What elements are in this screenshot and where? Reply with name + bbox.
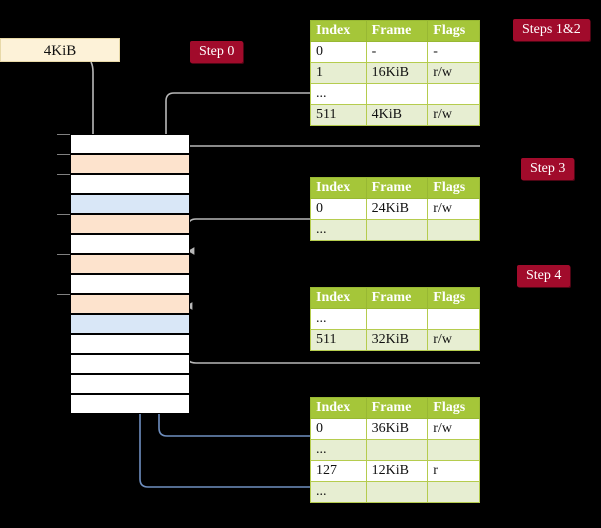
cell-frame [365, 481, 429, 503]
step-label-steps-1-2: Steps 1&2 [513, 19, 590, 41]
column-header-frame: Frame [365, 20, 429, 42]
cell-index: ... [310, 219, 367, 241]
column-header-index: Index [310, 20, 367, 42]
memory-frame-7 [70, 274, 190, 294]
cell-flags: r/w [427, 418, 480, 440]
step-label-step3: Step 3 [521, 158, 575, 180]
cell-index: ... [310, 308, 367, 330]
cell-frame: 16KiB [365, 62, 429, 84]
memory-frame-4 [70, 214, 190, 234]
column-header-flags: Flags [427, 177, 480, 199]
cell-frame [365, 439, 429, 461]
cell-frame: 32KiB [365, 329, 429, 351]
cell-flags: r [427, 460, 480, 482]
column-header-index: Index [310, 287, 367, 309]
cell-index: 127 [310, 460, 367, 482]
cell-frame: 24KiB [365, 198, 429, 220]
column-header-frame: Frame [365, 397, 429, 419]
memory-frame-3 [70, 194, 190, 214]
memory-frame-12 [70, 374, 190, 394]
virtual-address-box: 4KiB [0, 38, 120, 62]
cell-frame: 36KiB [365, 418, 429, 440]
cell-index: ... [310, 83, 367, 105]
cell-flags [427, 83, 480, 105]
memory-frame-tick-2 [57, 174, 70, 175]
memory-frame-tick-8 [57, 294, 70, 295]
table-row: 0-- [310, 41, 480, 63]
memory-frame-13 [70, 394, 190, 414]
cell-frame [365, 83, 429, 105]
table-header-row: Index Frame Flags [310, 177, 480, 199]
cell-flags: r/w [427, 198, 480, 220]
table-header-row: Index Frame Flags [310, 20, 480, 42]
memory-frame-1 [70, 154, 190, 174]
column-header-frame: Frame [365, 287, 429, 309]
memory-frame-tick-0 [57, 134, 70, 135]
memory-frame-0 [70, 134, 190, 154]
column-header-flags: Flags [427, 397, 480, 419]
step-label-step4: Step 4 [517, 265, 571, 287]
cell-flags: r/w [427, 329, 480, 351]
memory-frame-tick-4 [57, 214, 70, 215]
cell-flags [427, 308, 480, 330]
memory-frame-10 [70, 334, 190, 354]
memory-frame-5 [70, 234, 190, 254]
cell-frame [365, 219, 429, 241]
cell-index: 511 [310, 329, 367, 351]
cell-index: 511 [310, 104, 367, 126]
cell-index: 0 [310, 41, 367, 63]
cell-frame [365, 308, 429, 330]
cell-frame: - [365, 41, 429, 63]
column-header-index: Index [310, 397, 367, 419]
column-header-frame: Frame [365, 177, 429, 199]
table-row: ... [310, 83, 480, 105]
table-header-row: Index Frame Flags [310, 397, 480, 419]
cell-frame: 4KiB [365, 104, 429, 126]
cell-index: 0 [310, 418, 367, 440]
memory-frame-8 [70, 294, 190, 314]
memory-frame-9 [70, 314, 190, 334]
cell-flags [427, 439, 480, 461]
column-header-flags: Flags [427, 287, 480, 309]
cell-flags: r/w [427, 62, 480, 84]
table-row: ... [310, 308, 480, 330]
table-row: ... [310, 439, 480, 461]
table-row: ... [310, 481, 480, 503]
cell-flags: - [427, 41, 480, 63]
cell-flags: r/w [427, 104, 480, 126]
table-header-row: Index Frame Flags [310, 287, 480, 309]
cell-index: 1 [310, 62, 367, 84]
cell-flags [427, 219, 480, 241]
physical-memory-column [70, 134, 190, 416]
table-row: ... [310, 219, 480, 241]
cell-frame: 12KiB [365, 460, 429, 482]
cell-index: 0 [310, 198, 367, 220]
memory-frame-tick-6 [57, 254, 70, 255]
step-label-step0: Step 0 [190, 41, 244, 63]
cell-flags [427, 481, 480, 503]
column-header-flags: Flags [427, 20, 480, 42]
memory-frame-11 [70, 354, 190, 374]
memory-frame-tick-1 [57, 154, 70, 155]
cell-index: ... [310, 481, 367, 503]
memory-frame-2 [70, 174, 190, 194]
cell-index: ... [310, 439, 367, 461]
column-header-index: Index [310, 177, 367, 199]
memory-frame-6 [70, 254, 190, 274]
